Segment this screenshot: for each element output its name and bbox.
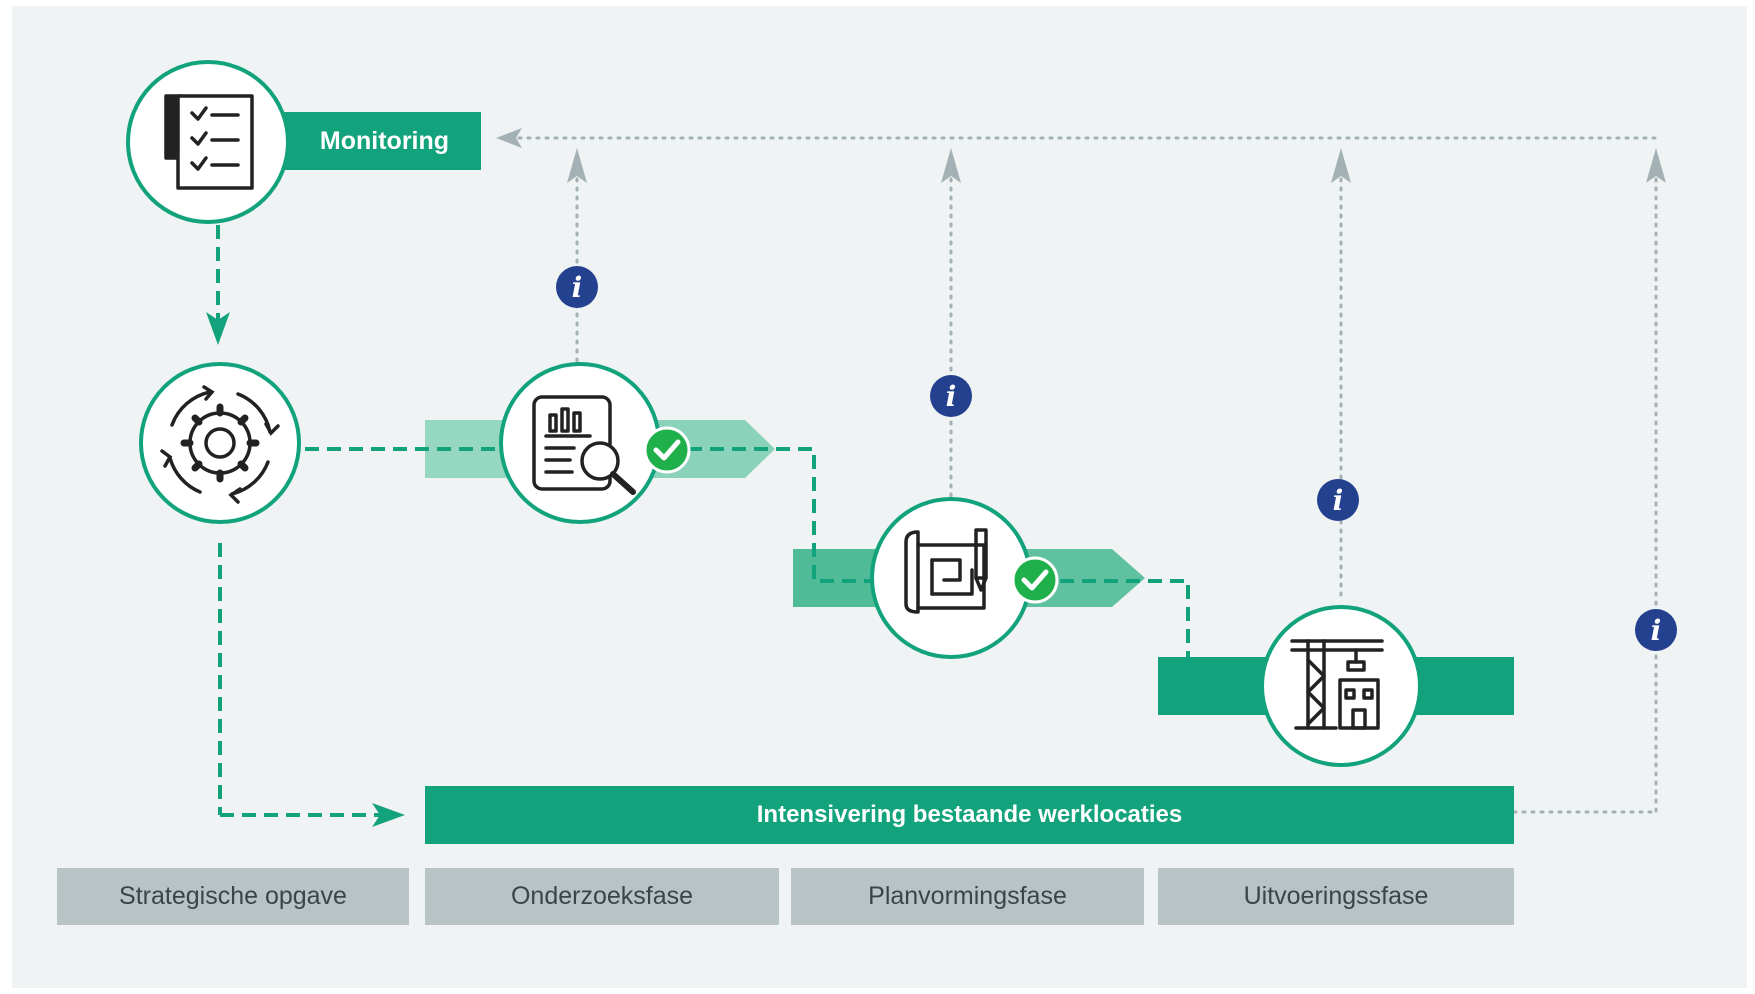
feedback-arrowheads xyxy=(496,128,1666,183)
blueprint-icon xyxy=(904,528,988,614)
feedback-lines xyxy=(508,136,1658,814)
info-icons: i i i i xyxy=(556,266,1677,651)
checklist-icon xyxy=(164,94,254,190)
construction-crane-icon xyxy=(1290,639,1384,730)
up-arrowhead xyxy=(1646,148,1666,183)
monitoring-bar xyxy=(263,112,481,170)
planning-node xyxy=(870,497,1059,659)
check-icon xyxy=(643,426,691,474)
execution-node xyxy=(1260,605,1422,767)
svg-text:i: i xyxy=(1333,484,1344,517)
phase-planning: Planvormingsfase xyxy=(791,868,1144,925)
down-arrowhead xyxy=(206,312,230,345)
phase-execution: Uitvoeringssfase xyxy=(1158,868,1514,925)
report-magnifier-icon xyxy=(532,395,636,495)
process-flow-lines xyxy=(216,225,1263,817)
up-arrowhead xyxy=(567,148,587,183)
research-node xyxy=(499,362,691,524)
monitoring-arrowhead xyxy=(496,128,522,148)
info-icon: i xyxy=(556,266,598,308)
phase-strategic: Strategische opgave xyxy=(57,868,409,925)
monitoring-node xyxy=(126,60,290,224)
main-bar-label: Intensivering bestaande werklocaties xyxy=(756,801,1183,828)
info-icon: i xyxy=(930,375,972,417)
up-arrowhead xyxy=(941,148,961,183)
check-icon xyxy=(1011,556,1059,604)
up-arrowhead xyxy=(1331,148,1351,183)
svg-text:i: i xyxy=(946,380,957,413)
strategy-node xyxy=(139,362,301,524)
info-icon: i xyxy=(1317,479,1359,521)
right-arrowhead xyxy=(372,803,405,827)
gear-cycle-icon xyxy=(160,385,280,504)
svg-text:i: i xyxy=(1651,614,1662,647)
phase-research: Onderzoeksfase xyxy=(425,868,779,925)
monitoring-label: Monitoring xyxy=(319,126,450,155)
main-bar xyxy=(425,786,1514,844)
info-icon: i xyxy=(1635,609,1677,651)
svg-text:i: i xyxy=(572,271,583,304)
flow-arrowheads xyxy=(206,312,405,827)
